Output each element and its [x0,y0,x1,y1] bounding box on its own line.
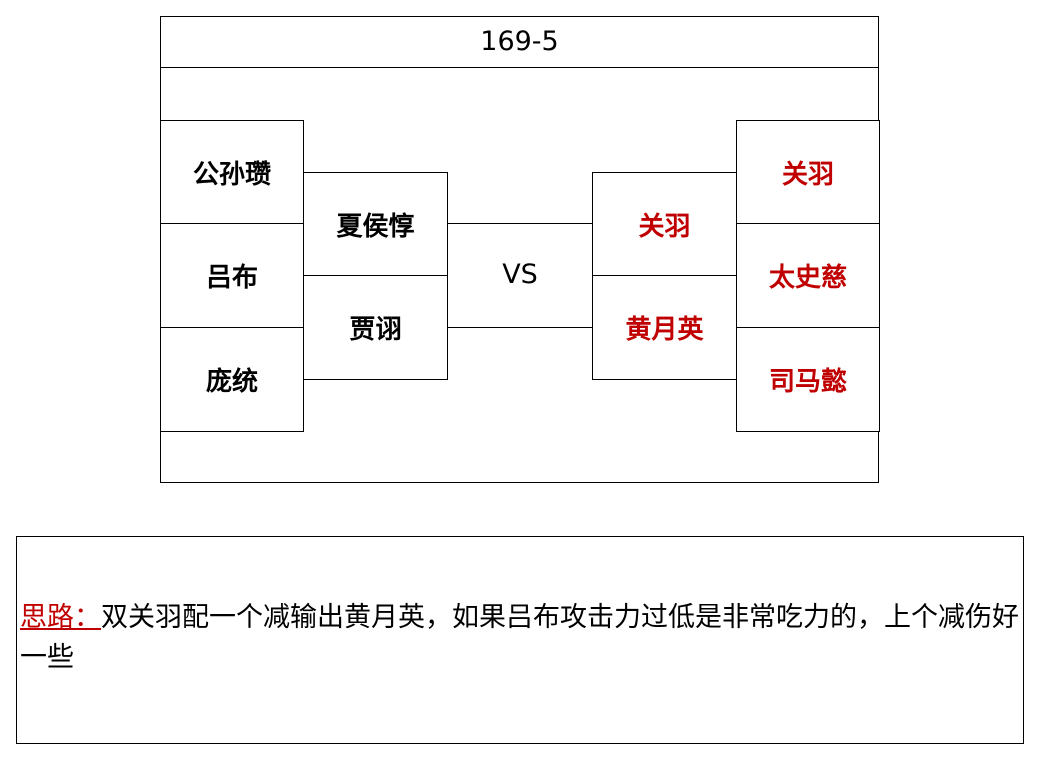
connector-line-top [447,223,593,224]
matchup-title: 169-5 [480,26,559,57]
strategy-note: 思路：双关羽配一个减输出黄月英，如果吕布攻击力过低是非常吃力的，上个减伤好一些 [20,598,1020,678]
right-inner-hero-2: 黄月英 [592,275,737,380]
right-outer-hero-2: 太史慈 [736,223,880,328]
vs-label: VS [502,259,538,290]
right-inner-hero-1: 关羽 [592,172,737,277]
strategy-note-box [16,536,1024,744]
connector-line-bottom [447,327,593,328]
left-inner-hero-2: 贾诩 [303,275,448,380]
strategy-note-text: 双关羽配一个减输出黄月英，如果吕布攻击力过低是非常吃力的，上个减伤好一些 [20,602,1019,673]
strategy-note-label: 思路： [20,602,101,633]
left-outer-hero-3: 庞统 [160,327,304,432]
left-outer-hero-1: 公孙瓒 [160,120,304,225]
left-inner-hero-1: 夏侯惇 [303,172,448,277]
left-outer-hero-2: 吕布 [160,223,304,328]
right-outer-hero-3: 司马懿 [736,327,880,432]
right-outer-hero-1: 关羽 [736,120,880,225]
title-divider [160,67,879,68]
